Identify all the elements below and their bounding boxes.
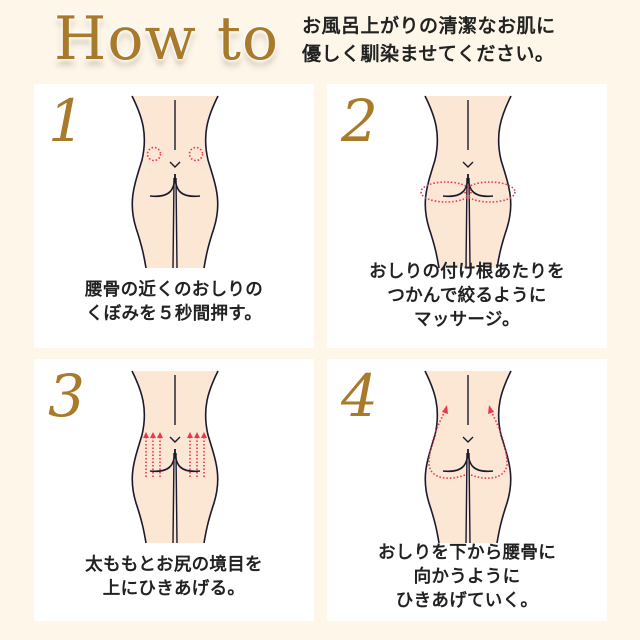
step-panel-2: 2 おしりの付け根あたりを つかんで絞るように マッサージ。 (327, 84, 607, 348)
step-number: 4 (341, 362, 378, 430)
step-caption: おしりを下から腰骨に 向かうように ひきあげていく。 (378, 543, 556, 611)
step-caption: 腰骨の近くのおしりの くぼみを５秒間押す。 (85, 280, 263, 324)
step-caption: 太ももとお尻の境目を 上にひきあげる。 (85, 555, 263, 599)
intro-text: お風呂上がりの清潔なお肌に 優しく馴染ませてください。 (302, 15, 556, 65)
step-panel-3: 3 太ももとお尻の境目を 上にひきあげる。 (34, 359, 314, 621)
step-number: 3 (48, 362, 85, 430)
body-illustration-icon (420, 95, 516, 269)
step-panel-4: 4 おしりを下から腰骨に 向かうように ひきあげていく。 (327, 359, 607, 621)
step-number: 2 (341, 87, 378, 155)
step-panel-1: 1 腰骨の近くのおしりの くぼみを５秒間押す。 (34, 84, 314, 348)
page-title: How to (54, 4, 280, 74)
body-illustration-icon (131, 370, 219, 544)
body-illustration-icon (424, 370, 512, 544)
step-caption: おしりの付け根あたりを つかんで絞るように マッサージ。 (369, 262, 565, 330)
body-illustration-icon (131, 95, 219, 269)
step-number: 1 (48, 87, 85, 155)
